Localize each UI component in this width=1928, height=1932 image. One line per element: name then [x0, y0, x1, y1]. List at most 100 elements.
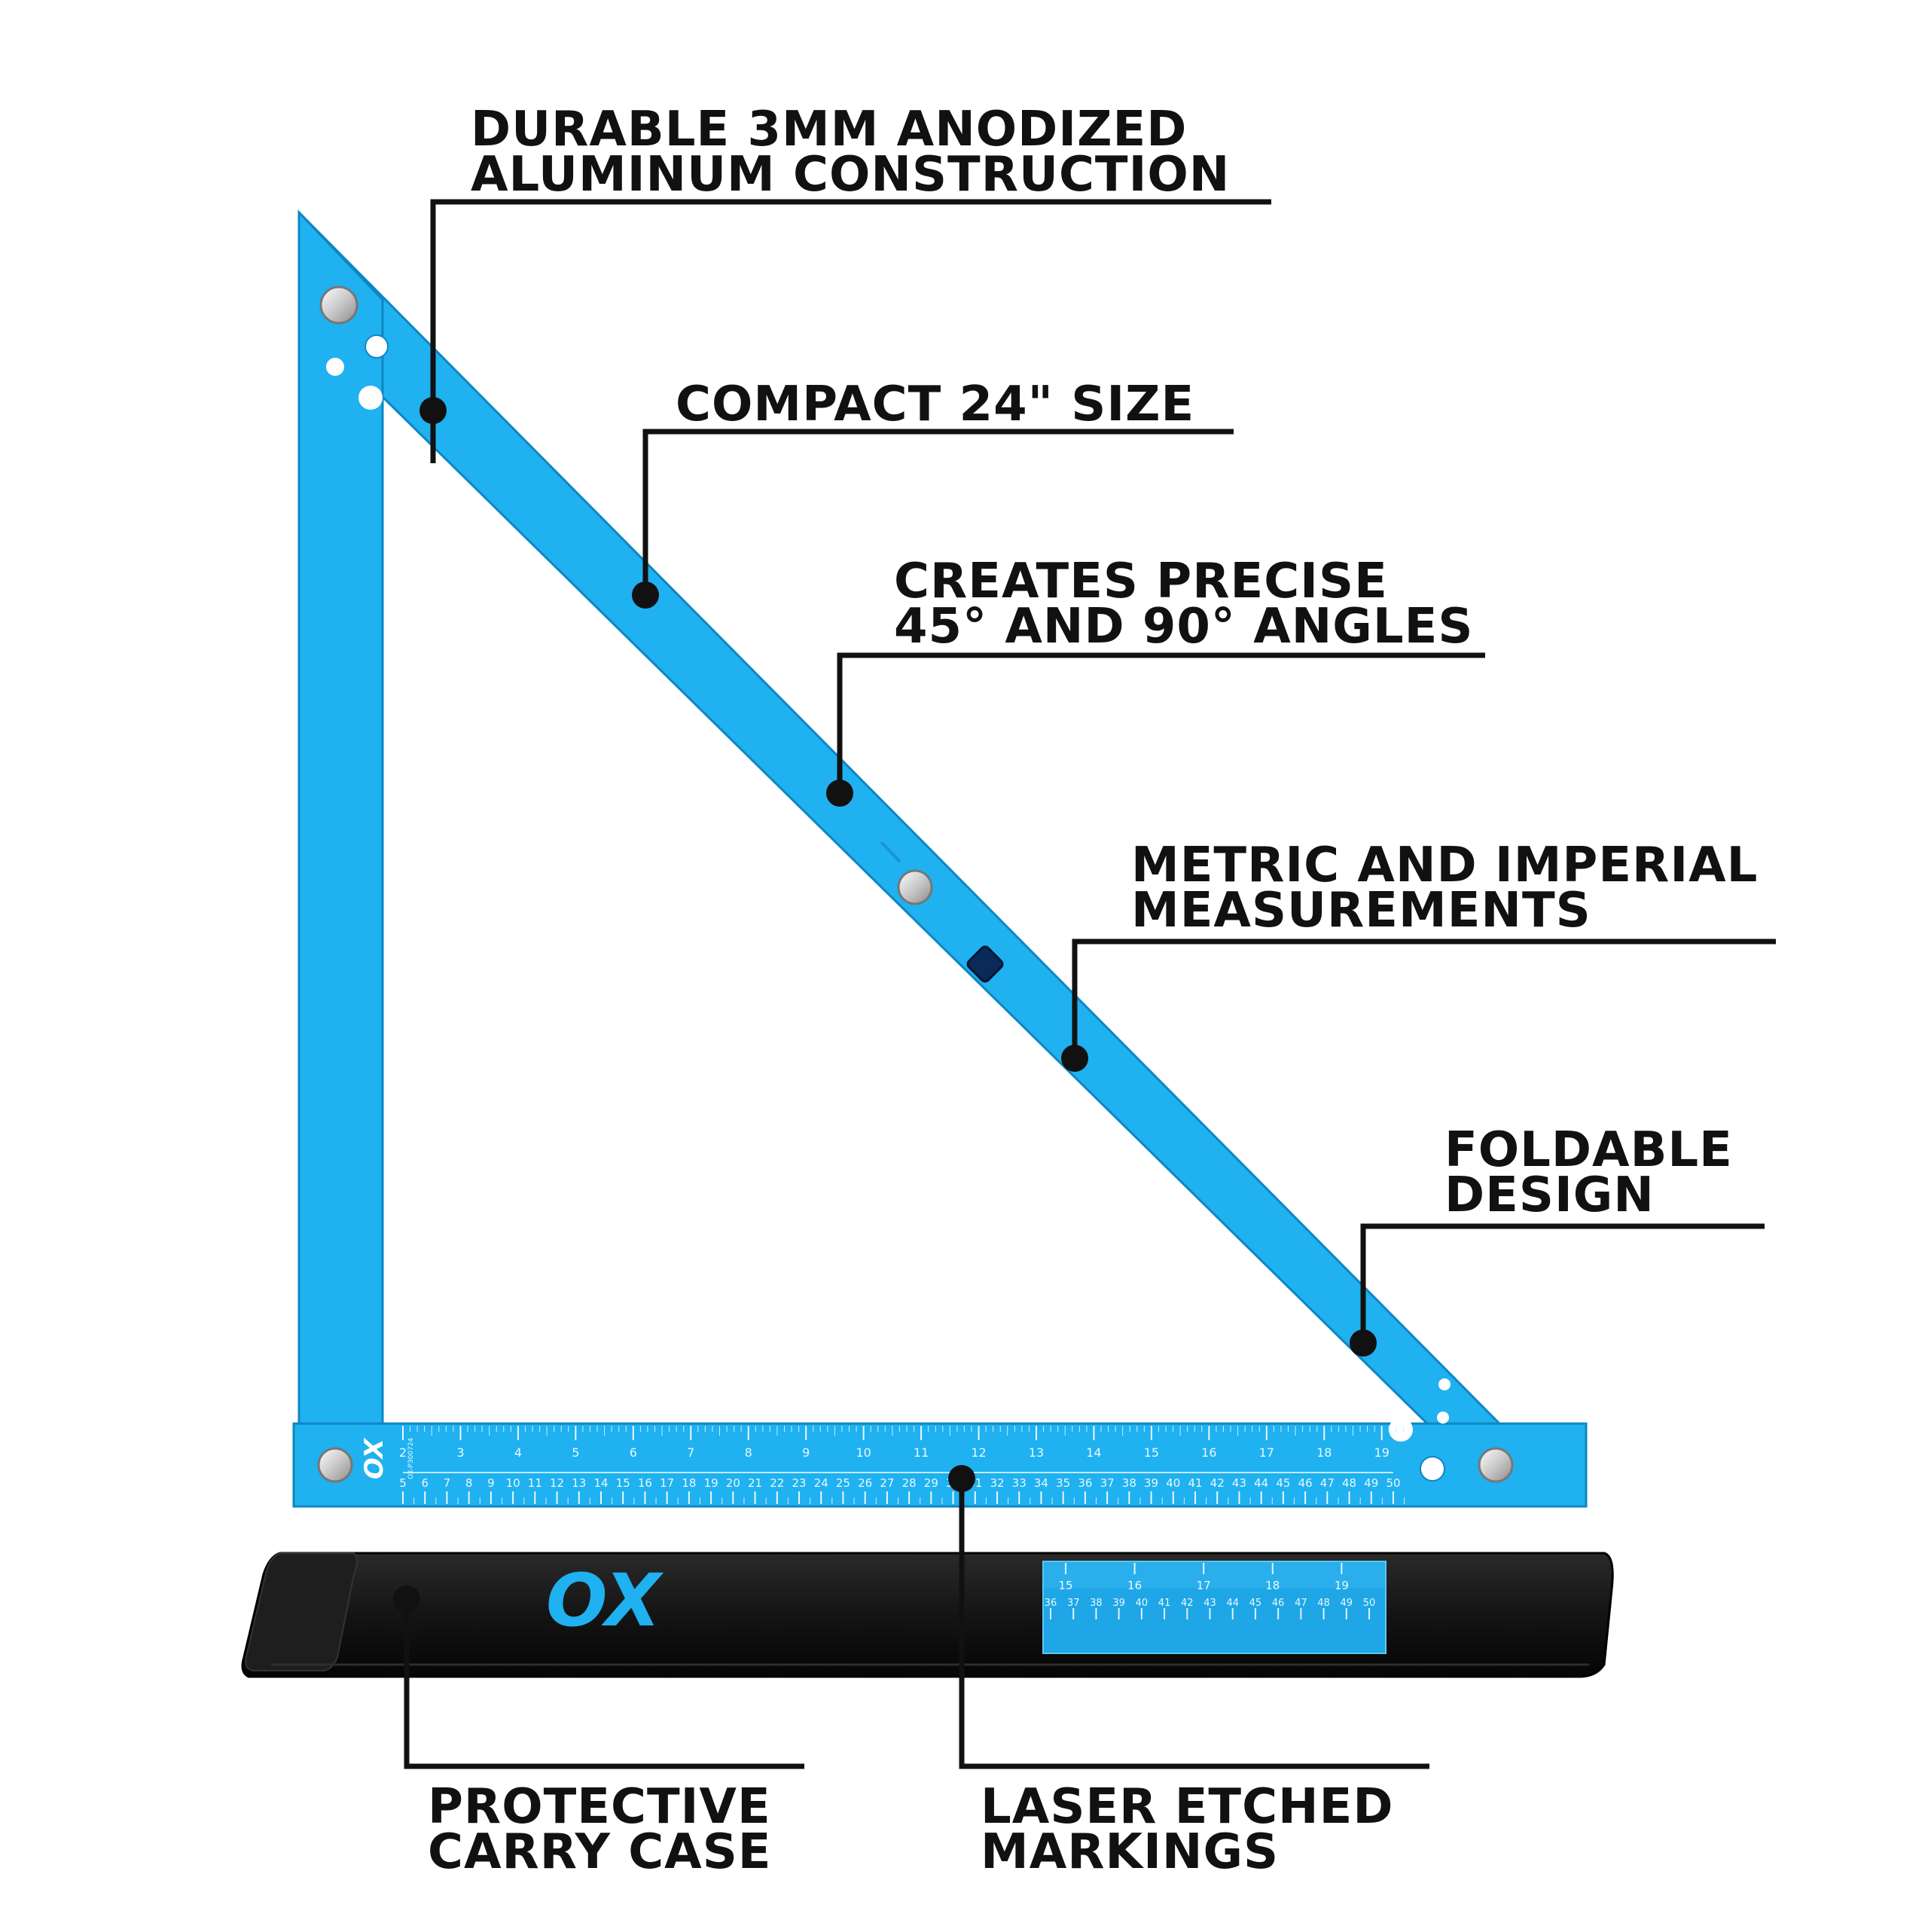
cm-label: 44	[1254, 1476, 1268, 1490]
bolt-icon	[1478, 1447, 1514, 1483]
hole-icon	[365, 334, 389, 359]
cm-label: 34	[1034, 1476, 1048, 1490]
cm-label: 20	[726, 1476, 740, 1490]
ox-logo: OX	[359, 1437, 389, 1479]
case-window-ticks	[1050, 1563, 1370, 1619]
cm-label: 15	[616, 1476, 630, 1490]
inch-label: 6	[630, 1445, 637, 1460]
hole-icon	[326, 358, 344, 376]
callout-angles-line2: 45° AND 90° ANGLES	[894, 599, 1473, 655]
cm-label: 25	[836, 1476, 850, 1490]
callout-foldable-line2: DESIGN	[1444, 1167, 1655, 1223]
cm-label: 28	[902, 1476, 917, 1490]
window-cm-label: 42	[1181, 1598, 1194, 1609]
cm-label: 45	[1276, 1476, 1290, 1490]
callout-case: PROTECTIVE CARRY CASE	[393, 1586, 804, 1880]
window-inch-label: 16	[1127, 1579, 1142, 1592]
inch-label: 5	[572, 1445, 579, 1460]
cm-label: 11	[528, 1476, 542, 1490]
cm-label: 38	[1122, 1476, 1136, 1490]
cm-label: 6	[421, 1476, 429, 1490]
cm-label: 36	[1078, 1476, 1092, 1490]
inch-label: 16	[1201, 1445, 1216, 1460]
cm-label: 22	[770, 1476, 784, 1490]
cm-label: 5	[399, 1476, 407, 1490]
inch-label: 13	[1029, 1445, 1044, 1460]
callouts: DURABLE 3MM ANODIZED ALUMINUM CONSTRUCTI…	[393, 102, 1776, 1880]
inch-label: 10	[856, 1445, 871, 1460]
callout-aluminum-line2: ALUMINUM CONSTRUCTION	[471, 147, 1230, 203]
cm-label: 32	[990, 1476, 1004, 1490]
inch-label: 2	[399, 1445, 407, 1460]
bolt-icon	[897, 869, 933, 905]
callout-measurements-line2: MEASUREMENTS	[1131, 883, 1591, 939]
cm-label: 43	[1232, 1476, 1246, 1490]
inch-label: 12	[971, 1445, 986, 1460]
cm-label: 19	[704, 1476, 718, 1490]
callout-measurements-line1: METRIC AND IMPERIAL	[1131, 838, 1758, 893]
window-inch-label: 17	[1197, 1579, 1211, 1592]
callout-angles-line1: CREATES PRECISE	[894, 554, 1388, 609]
callout-case-line1: PROTECTIVE	[428, 1779, 771, 1835]
window-inch-label: 18	[1265, 1579, 1280, 1592]
case-window	[1042, 1561, 1387, 1654]
cm-label: 49	[1364, 1476, 1378, 1490]
inch-label: 14	[1086, 1445, 1101, 1460]
cm-label: 14	[593, 1476, 608, 1490]
lock-knob-icon	[966, 945, 1004, 983]
cm-label: 13	[572, 1476, 586, 1490]
cm-label: 42	[1210, 1476, 1225, 1490]
window-cm-label: 47	[1295, 1598, 1307, 1609]
window-cm-label: 36	[1045, 1598, 1057, 1609]
inch-label: 17	[1259, 1445, 1274, 1460]
ruler-ticks	[402, 1426, 1405, 1504]
window-cm-label: 45	[1249, 1598, 1262, 1609]
cm-label: 26	[858, 1476, 872, 1490]
window-inch-label: 15	[1058, 1579, 1072, 1592]
window-inch-label: 19	[1335, 1579, 1349, 1592]
hinge-seam	[880, 841, 901, 863]
cm-label: 29	[924, 1476, 938, 1490]
inch-label: 4	[514, 1445, 522, 1460]
model-number: OX-P300724	[407, 1437, 415, 1479]
callout-angles: CREATES PRECISE 45° AND 90° ANGLES	[826, 554, 1485, 807]
cm-label: 47	[1320, 1476, 1335, 1490]
case-window-shine	[1043, 1561, 1386, 1588]
window-cm-label: 38	[1090, 1598, 1103, 1609]
cm-label: 46	[1298, 1476, 1313, 1490]
cm-label: 7	[444, 1476, 451, 1490]
hole-icon	[358, 386, 383, 410]
inch-label: 11	[914, 1445, 929, 1460]
inch-label: 18	[1316, 1445, 1332, 1460]
cm-label: 39	[1144, 1476, 1158, 1490]
window-cm-label: 44	[1226, 1598, 1239, 1609]
hole-icon	[1420, 1456, 1445, 1482]
cm-label: 12	[550, 1476, 564, 1490]
cm-label: 50	[1386, 1476, 1400, 1490]
cm-label: 48	[1342, 1476, 1356, 1490]
window-cm-label: 39	[1112, 1598, 1125, 1609]
cm-label: 35	[1056, 1476, 1070, 1490]
window-cm-label: 50	[1363, 1598, 1376, 1609]
hole-icon	[1437, 1412, 1449, 1424]
hole-icon	[1438, 1378, 1451, 1390]
callout-aluminum-line1: DURABLE 3MM ANODIZED	[471, 102, 1187, 157]
inch-label: 9	[802, 1445, 810, 1460]
case-body	[241, 1552, 1614, 1678]
callout-etched-line2: MARKINGS	[981, 1824, 1279, 1880]
cm-label: 21	[748, 1476, 762, 1490]
bolt-icon	[317, 1447, 353, 1483]
callout-foldable-line1: FOLDABLE	[1444, 1122, 1733, 1178]
callout-measurements: METRIC AND IMPERIAL MEASUREMENTS	[1061, 838, 1776, 1072]
callout-foldable: FOLDABLE DESIGN	[1350, 1122, 1765, 1357]
callout-etched: LASER ETCHED MARKINGS	[948, 1465, 1429, 1880]
case-ox-logo: OX	[546, 1558, 664, 1643]
inch-label: 8	[745, 1445, 752, 1460]
cm-label: 27	[880, 1476, 894, 1490]
cm-label: 24	[814, 1476, 828, 1490]
window-cm-label: 43	[1203, 1598, 1216, 1609]
callout-etched-line1: LASER ETCHED	[981, 1779, 1393, 1835]
